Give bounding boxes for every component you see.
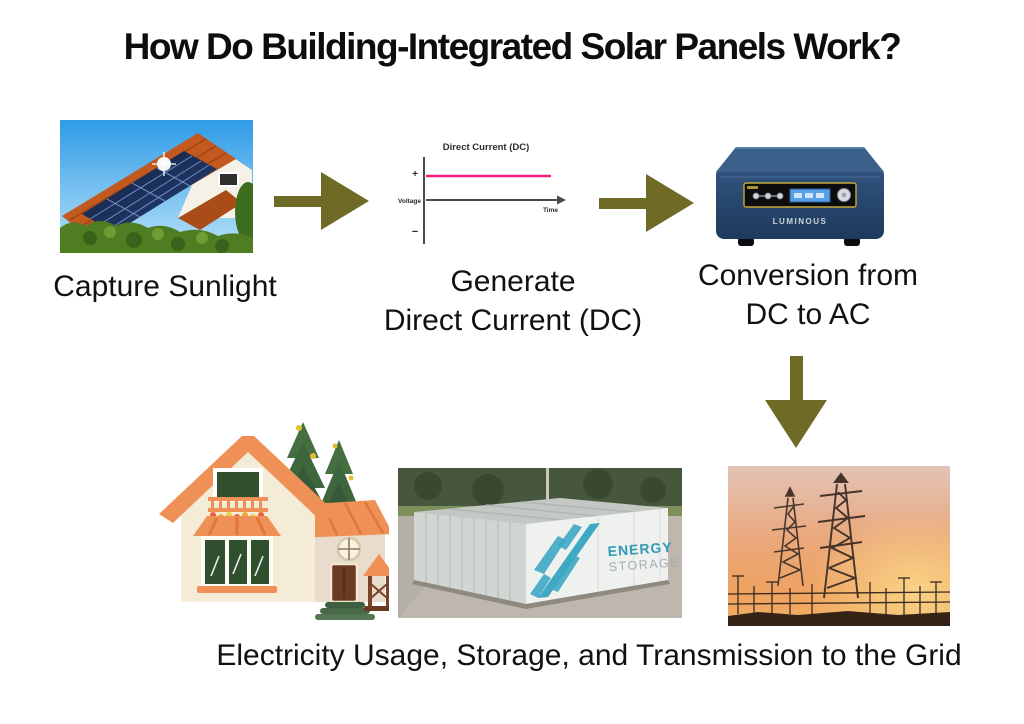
transmission-towers-photo xyxy=(728,466,950,626)
caption-generate-line2: Direct Current (DC) xyxy=(383,304,643,337)
roof-ribs xyxy=(449,501,633,521)
panel-knobs xyxy=(752,192,784,200)
page-title: How Do Building-Integrated Solar Panels … xyxy=(123,26,902,67)
gazebo xyxy=(363,554,389,611)
lcd-segments xyxy=(794,193,824,198)
caption-conversion: Conversion from DC to AC xyxy=(678,256,938,334)
caption-conversion-line1: Conversion from xyxy=(697,259,919,292)
upper-window xyxy=(217,472,259,498)
gable-roof xyxy=(159,436,337,523)
luminous-inverter-photo: LUMINOUS xyxy=(714,145,886,249)
bottom-caption: Electricity Usage, Storage, and Transmis… xyxy=(216,639,962,672)
storage-label: ENERGY STORAGE xyxy=(607,539,680,574)
round-window-cross xyxy=(338,538,360,560)
inverter-foot xyxy=(738,237,754,246)
inverter-brand: LUMINOUS xyxy=(773,217,828,226)
main-knob-center xyxy=(841,192,847,198)
sun-rays xyxy=(152,152,176,176)
y-axis-label: Voltage xyxy=(398,198,421,205)
caption-generate-dc: Generate Direct Current (DC) xyxy=(358,262,668,340)
ground-silhouette xyxy=(728,611,950,626)
tree-texture xyxy=(414,469,666,506)
energy-storage-photo: ENERGY STORAGE xyxy=(398,468,682,618)
dc-voltage-graph: Direct Current (DC) + Voltage − Time xyxy=(388,136,573,250)
solar-grid-lines xyxy=(89,155,210,231)
teal-pattern xyxy=(530,523,600,598)
container-door-corrugation xyxy=(425,514,511,601)
porch-roof xyxy=(178,190,242,230)
hedge-shadow-blobs xyxy=(83,231,229,253)
hedge-light-blobs xyxy=(104,226,208,244)
solar-panel-house-photo xyxy=(60,120,253,253)
door-steps xyxy=(315,602,375,620)
window-sill xyxy=(197,586,277,593)
window-mullion xyxy=(225,540,229,584)
container-base-shadow xyxy=(412,580,670,609)
pylon-right xyxy=(817,472,866,599)
caption-conversion-line2: DC to AC xyxy=(745,298,871,331)
substation-silhouette xyxy=(728,575,950,616)
y-plus-label: + xyxy=(412,169,418,180)
awning-stripes xyxy=(207,517,267,536)
x-axis-label: Time xyxy=(543,207,558,214)
panel-logo-mark xyxy=(747,186,758,189)
arrow-down-icon xyxy=(765,356,827,453)
storage-label-line2: STORAGE xyxy=(608,555,680,574)
storage-label-line1: ENERGY xyxy=(607,539,673,560)
inverter-foot xyxy=(844,237,860,246)
y-minus-label: − xyxy=(412,226,418,238)
light-pole xyxy=(546,468,549,506)
front-panel-seams xyxy=(597,509,661,592)
window-glints xyxy=(210,553,264,577)
arrow-right-icon xyxy=(274,172,369,235)
balcony-railing xyxy=(208,497,268,512)
pylon-left xyxy=(771,486,807,587)
house-illustration xyxy=(153,416,389,622)
graph-title: Direct Current (DC) xyxy=(443,142,530,153)
bush-right xyxy=(235,182,253,242)
window-mullion xyxy=(247,540,251,584)
caption-capture-sunlight: Capture Sunlight xyxy=(53,270,277,303)
x-axis-arrowhead xyxy=(557,195,566,205)
inverter-top-face xyxy=(716,147,884,172)
arrow-right-icon xyxy=(599,174,694,237)
attic-window xyxy=(218,172,239,187)
caption-generate-line1: Generate xyxy=(450,265,576,298)
